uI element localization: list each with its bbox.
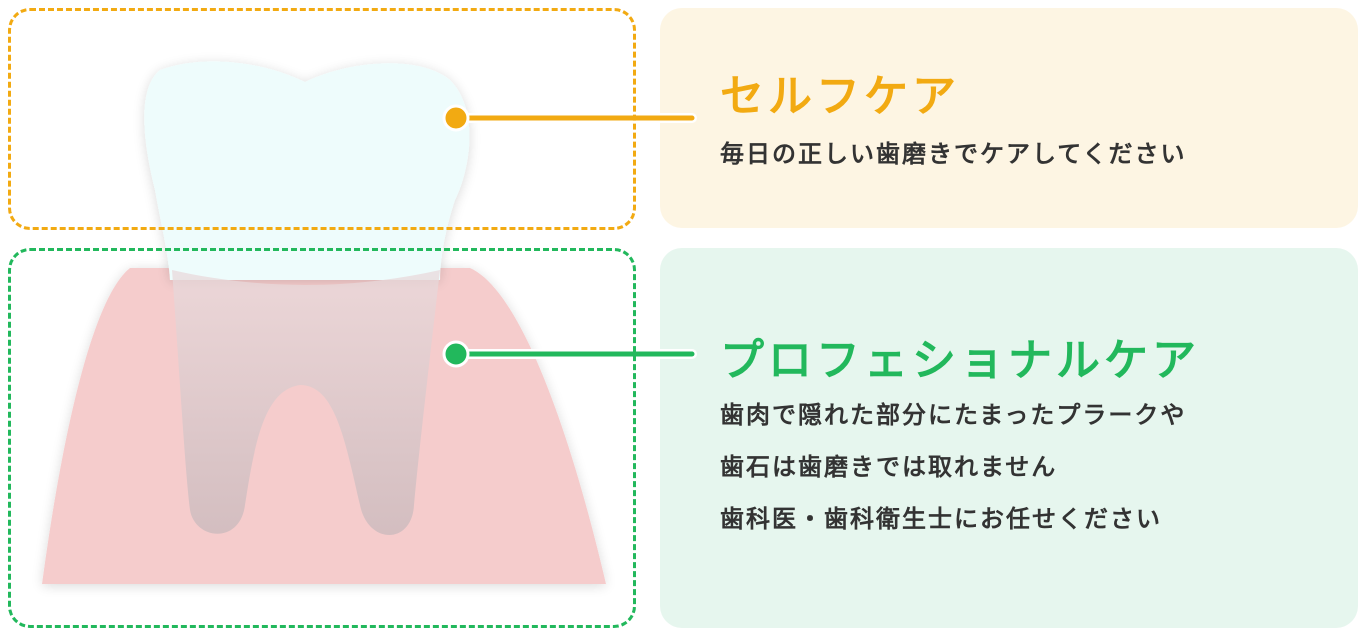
self-care-description: 毎日の正しい歯磨きでケアしてください <box>720 140 1187 168</box>
tooth-root <box>172 270 440 535</box>
professional-care-title: プロフェショナルケア <box>720 335 1200 386</box>
professional-care-card: プロフェショナルケア 歯肉で隠れた部分にたまったプラークや 歯石は歯磨きでは取れ… <box>660 248 1358 628</box>
description-line: 歯科医・歯科衛生士にお任せください <box>720 505 1162 533</box>
self-care-region-outline <box>8 8 636 230</box>
self-care-title: セルフケア <box>720 71 960 122</box>
description-line: 歯石は歯磨きでは取れません <box>720 453 1058 481</box>
self-care-card: セルフケア 毎日の正しい歯磨きでケアしてください <box>660 8 1358 228</box>
professional-care-region-outline <box>8 248 636 628</box>
tooth-crown <box>144 61 470 281</box>
self-care-dot <box>442 104 470 132</box>
professional-care-description: 歯肉で隠れた部分にたまったプラークや 歯石は歯磨きでは取れません 歯科医・歯科衛… <box>720 389 1186 545</box>
description-line: 歯肉で隠れた部分にたまったプラークや <box>720 401 1187 429</box>
professional-care-dot <box>442 340 470 368</box>
